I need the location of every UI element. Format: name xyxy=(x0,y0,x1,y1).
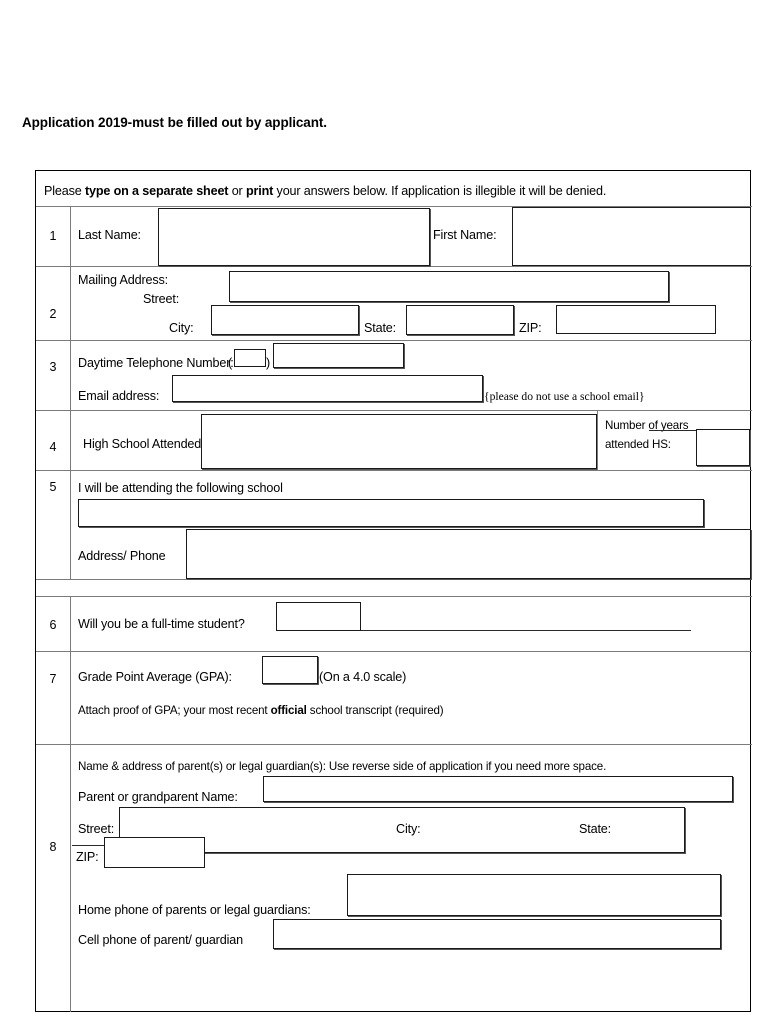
col-divider-5 xyxy=(70,470,71,579)
email-note: {please do not use a school email} xyxy=(484,390,645,403)
parent-zip-input[interactable] xyxy=(104,837,205,868)
email-input[interactable] xyxy=(172,375,483,402)
row-number-1: 1 xyxy=(49,229,57,243)
instruction-text-1: Please xyxy=(44,184,85,198)
instruction-bold-1: type on a separate sheet xyxy=(84,184,229,198)
zip-input[interactable] xyxy=(556,305,716,334)
attending-school-label: I will be attending the following school xyxy=(78,481,283,495)
first-name-label: First Name: xyxy=(433,228,497,242)
gpa-label: Grade Point Average (GPA): xyxy=(78,670,232,684)
row-divider-1 xyxy=(36,266,752,267)
attach-text-pre: Attach proof of GPA; your most recent xyxy=(78,704,271,717)
attending-school-input[interactable] xyxy=(78,499,704,527)
application-form-table: Please type on a separate sheet or print… xyxy=(35,170,752,1012)
col-divider-6 xyxy=(70,596,71,651)
state-label: State: xyxy=(364,321,397,335)
gpa-attach-note: Attach proof of GPA; your most recent of… xyxy=(78,705,444,717)
telephone-label: Daytime Telephone Number: xyxy=(78,356,234,370)
area-code-input[interactable] xyxy=(234,349,266,367)
address-phone-label: Address/ Phone xyxy=(78,549,166,563)
parent-name-input[interactable] xyxy=(263,776,733,802)
fulltime-student-label: Will you be a full-time student? xyxy=(78,617,245,631)
col-divider-4 xyxy=(70,410,71,470)
row-number-3: 3 xyxy=(49,360,57,374)
row-number-7: 7 xyxy=(49,672,57,686)
city-label: City: xyxy=(169,321,194,335)
gpa-input[interactable] xyxy=(262,656,318,684)
row-number-4: 4 xyxy=(49,440,57,454)
street-label: Street: xyxy=(143,292,180,306)
parent-zip-label: ZIP: xyxy=(76,850,99,864)
home-phone-input[interactable] xyxy=(347,874,721,916)
high-school-input[interactable] xyxy=(201,414,597,469)
parent-street-label: Street: xyxy=(78,822,115,836)
row-divider-7 xyxy=(36,744,752,745)
row-divider-2 xyxy=(36,340,752,341)
parent-section-heading: Name & address of parent(s) or legal gua… xyxy=(78,760,607,773)
cell-phone-label: Cell phone of parent/ guardian xyxy=(78,933,243,947)
years-label-line1: Number of years xyxy=(605,419,689,432)
parent-street-input[interactable] xyxy=(119,807,685,853)
zip-label: ZIP: xyxy=(519,321,542,335)
paren-open: ( xyxy=(228,356,233,370)
email-label: Email address: xyxy=(78,389,160,403)
street-input[interactable] xyxy=(229,271,669,302)
years-attended-input[interactable] xyxy=(696,429,750,466)
col-divider-2 xyxy=(70,266,71,340)
parent-state-label: State: xyxy=(579,822,612,836)
high-school-label: High School Attended: xyxy=(83,437,205,451)
school-address-phone-input[interactable] xyxy=(186,529,751,579)
last-name-label: Last Name: xyxy=(78,228,141,242)
fulltime-student-input[interactable] xyxy=(276,602,361,631)
form-instruction: Please type on a separate sheet or print… xyxy=(44,184,606,198)
instruction-bold-2: print xyxy=(245,184,274,198)
first-name-input[interactable] xyxy=(512,207,751,266)
mailing-address-label: Mailing Address: xyxy=(78,273,168,287)
phone-number-input[interactable] xyxy=(273,343,404,368)
row-divider-header xyxy=(36,206,752,207)
row-number-5: 5 xyxy=(49,480,57,494)
gpa-scale-note: (On a 4.0 scale) xyxy=(319,670,407,684)
col-divider-7 xyxy=(70,651,71,744)
last-name-input[interactable] xyxy=(158,208,430,266)
home-phone-label: Home phone of parents or legal guardians… xyxy=(78,903,311,917)
row-divider-6 xyxy=(36,651,752,652)
row-number-6: 6 xyxy=(49,618,57,632)
attach-text-post: school transcript (required) xyxy=(306,704,444,717)
col-divider-3 xyxy=(70,340,71,410)
row-number-2: 2 xyxy=(49,307,57,321)
row-divider-4 xyxy=(36,470,752,471)
fulltime-student-rule xyxy=(361,630,691,631)
row-number-8: 8 xyxy=(49,840,57,854)
parent-zip-rule xyxy=(72,845,112,846)
paren-close: ) xyxy=(266,356,271,370)
cell-phone-input[interactable] xyxy=(273,919,721,949)
page-title: Application 2019-must be filled out by a… xyxy=(22,115,327,130)
years-label-line2: attended HS: xyxy=(605,438,671,451)
parent-city-label: City: xyxy=(396,822,421,836)
city-input[interactable] xyxy=(211,305,359,335)
row-divider-spacer xyxy=(36,596,752,597)
col-divider-years xyxy=(597,410,598,470)
col-divider-8 xyxy=(70,744,71,1012)
instruction-text-3: your answers below. If application is il… xyxy=(273,184,607,198)
parent-name-label: Parent or grandparent Name: xyxy=(78,790,238,804)
attach-text-bold: official xyxy=(270,704,307,717)
years-underline xyxy=(649,430,703,431)
row-divider-5 xyxy=(36,579,752,580)
col-divider-1 xyxy=(70,206,71,266)
row-divider-3 xyxy=(36,410,752,411)
state-input[interactable] xyxy=(406,305,514,335)
instruction-text-2: or xyxy=(228,184,246,198)
